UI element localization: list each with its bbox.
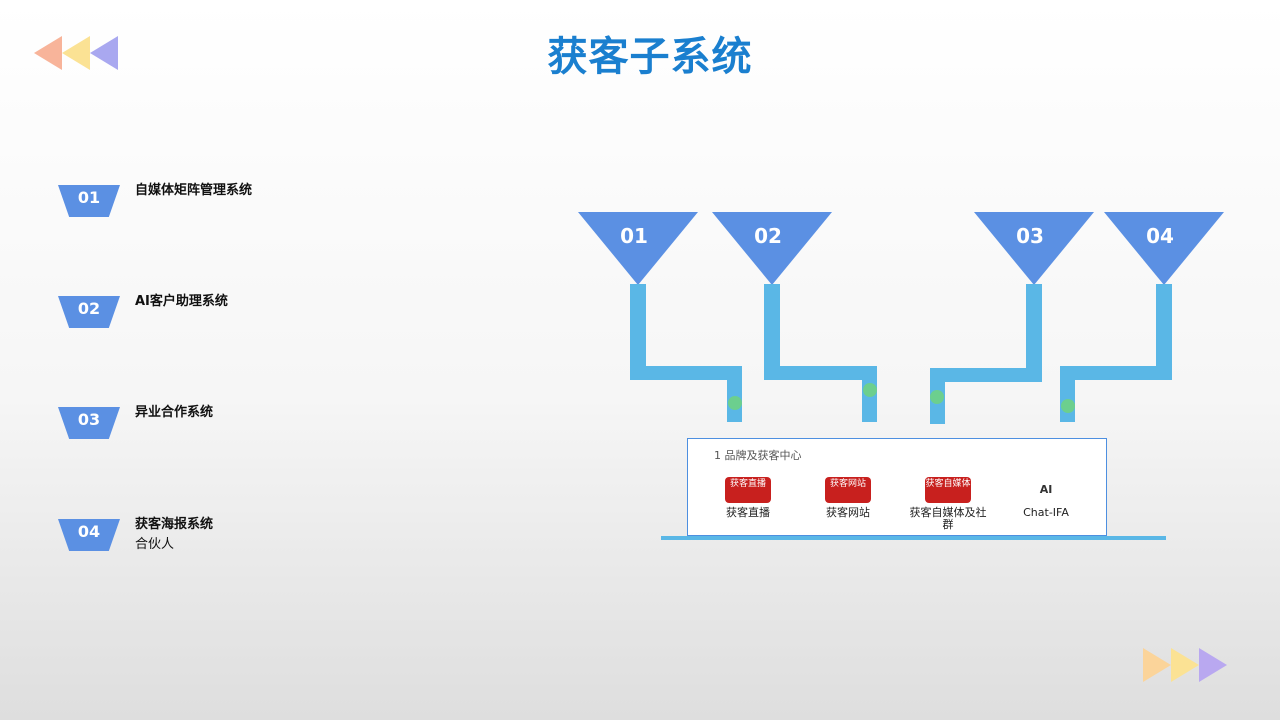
number-badge: 04: [58, 519, 120, 551]
funnel-02: 02: [712, 212, 832, 285]
pipe-segment: [764, 284, 780, 380]
funnel-04: 04: [1104, 212, 1224, 285]
pipe-segment: [1060, 366, 1075, 422]
number-badge: 03: [58, 407, 120, 439]
funnel-01: 01: [578, 212, 698, 285]
live-app-icon: 获客直播: [725, 477, 771, 503]
app-label: 获客网站: [826, 506, 870, 519]
app-media[interactable]: 获客自媒体 获客自媒体及社群: [903, 477, 993, 531]
funnel-03: 03: [974, 212, 1094, 285]
item-subtitle: 合伙人: [135, 537, 175, 552]
item-title: 获客海报系统: [135, 517, 214, 532]
connector-dot: [863, 383, 877, 397]
media-app-icon: 获客自媒体: [925, 477, 971, 503]
list-item: 01 自媒体矩阵管理系统: [58, 183, 458, 245]
app-label: 获客直播: [726, 506, 770, 519]
pipe-segment: [764, 366, 877, 380]
pipe-segment: [1026, 284, 1042, 382]
app-live[interactable]: 获客直播 获客直播: [703, 477, 793, 519]
panel-heading: 1 品牌及获客中心: [714, 449, 802, 462]
connector-dot: [728, 396, 742, 410]
pipe-segment: [630, 366, 742, 380]
pipe-segment: [1156, 284, 1172, 380]
base-line: [661, 536, 1166, 540]
pipe-segment: [1060, 366, 1172, 380]
arrow-left-decoration: [34, 36, 118, 70]
list-item: 02 AI客户助理系统: [58, 294, 458, 356]
list-item: 04 获客海报系统 合伙人: [58, 517, 458, 579]
website-app-icon: 获客网站: [825, 477, 871, 503]
ai-chip-icon: AI: [1039, 483, 1053, 496]
connector-dot: [930, 390, 944, 404]
page-title: 获客子系统: [547, 34, 753, 80]
number-badge: 02: [58, 296, 120, 328]
item-title: AI客户助理系统: [135, 294, 228, 309]
app-chat-ifa[interactable]: AI Chat-IFA: [1001, 477, 1091, 519]
arrow-right-decoration: [1143, 648, 1227, 682]
pipe-segment: [727, 366, 742, 422]
list-item: 03 异业合作系统: [58, 405, 458, 467]
app-label: Chat-IFA: [1023, 506, 1069, 519]
app-website[interactable]: 获客网站 获客网站: [803, 477, 893, 519]
pipe-segment: [630, 284, 646, 380]
connector-dot: [1061, 399, 1075, 413]
number-badge: 01: [58, 185, 120, 217]
pipe-segment: [930, 368, 1042, 382]
app-label: 获客自媒体及社群: [909, 506, 987, 531]
item-title: 异业合作系统: [135, 405, 214, 420]
item-title: 自媒体矩阵管理系统: [135, 183, 253, 198]
brand-center-panel: 1 品牌及获客中心 获客直播 获客直播 获客网站 获客网站 获客自媒体 获客自媒…: [687, 438, 1107, 536]
